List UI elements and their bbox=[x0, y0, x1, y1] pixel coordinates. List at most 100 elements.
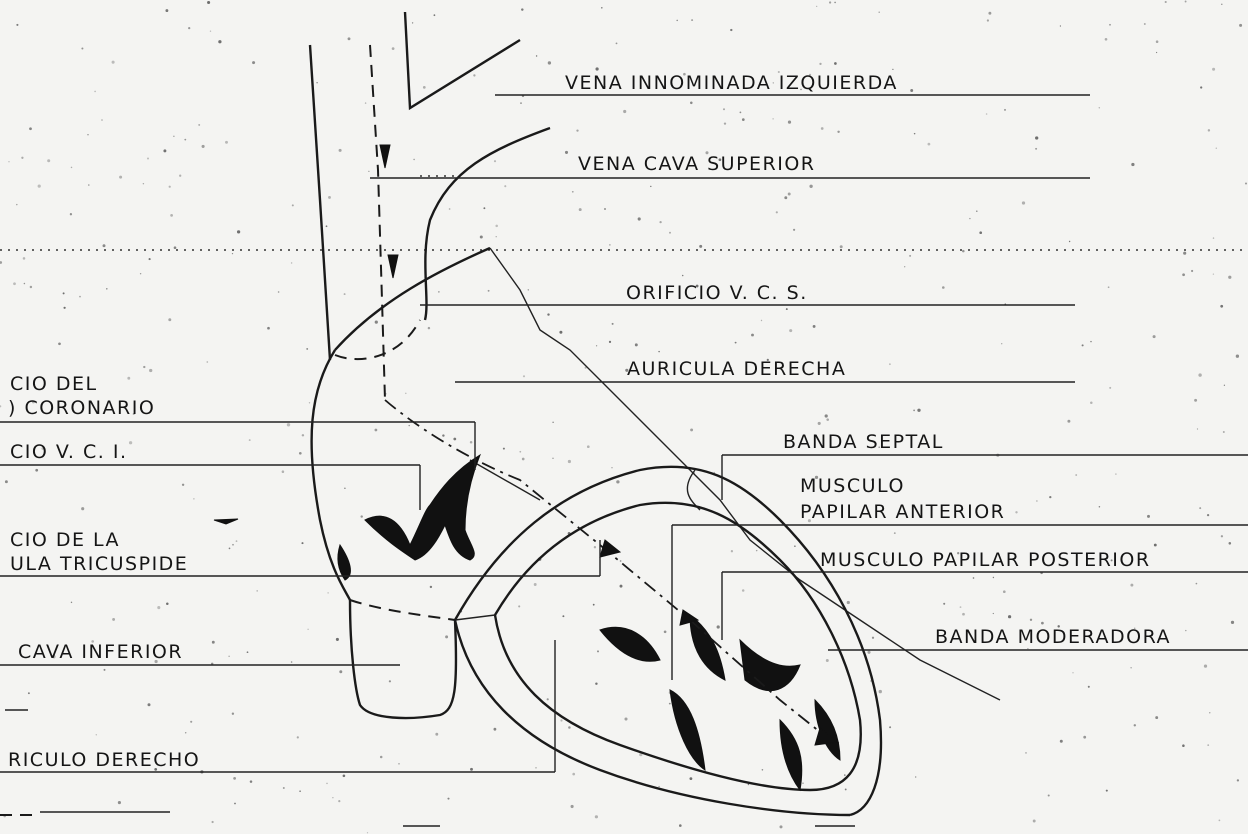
stipple-dot bbox=[380, 756, 383, 759]
stipple-dot bbox=[1228, 276, 1231, 279]
stipple-dot bbox=[30, 286, 32, 288]
stipple-dot bbox=[1224, 385, 1225, 386]
stipple-dot bbox=[193, 498, 194, 499]
stipple-dot bbox=[1155, 716, 1158, 719]
stipple-dot bbox=[207, 1, 210, 4]
stipple-dot bbox=[521, 8, 523, 10]
stipple-dot bbox=[609, 244, 610, 245]
stipple-dot bbox=[494, 160, 496, 162]
flow-arrow-1 bbox=[380, 145, 390, 168]
stipple-dot bbox=[552, 422, 553, 423]
stipple-dot bbox=[143, 366, 145, 368]
stipple-dot bbox=[1209, 712, 1210, 713]
stipple-dot bbox=[1099, 107, 1100, 108]
stipple-dot bbox=[594, 546, 596, 548]
stipple-dot bbox=[731, 550, 733, 552]
flow-arrow-6 bbox=[214, 519, 238, 524]
stipple-dot bbox=[1185, 630, 1186, 631]
stipple-dot bbox=[106, 288, 108, 290]
stipple-dot bbox=[845, 788, 847, 790]
stipple-dot bbox=[1049, 496, 1051, 498]
leader-lines bbox=[0, 95, 1248, 826]
stipple-dot bbox=[597, 650, 599, 652]
stipple-dot bbox=[1212, 68, 1215, 71]
stipple-dot bbox=[620, 560, 622, 562]
stipple-dot bbox=[435, 733, 438, 736]
stipple-dot bbox=[0, 405, 1, 407]
stipple-dot bbox=[361, 515, 363, 517]
stipple-dot bbox=[928, 143, 931, 146]
stipple-dot bbox=[837, 131, 839, 133]
stipple-dot bbox=[63, 292, 65, 294]
stipple-dot bbox=[173, 136, 174, 137]
stipple-dot bbox=[1099, 506, 1101, 508]
stipple-dot bbox=[788, 193, 791, 196]
stipple-dot bbox=[101, 119, 103, 121]
stipple-dot bbox=[1060, 740, 1063, 743]
stipple-dot bbox=[316, 82, 317, 83]
stipple-dot bbox=[1035, 148, 1037, 150]
stipple-dot bbox=[278, 291, 280, 293]
stipple-dot bbox=[872, 637, 874, 639]
stipple-dot bbox=[1027, 648, 1028, 649]
stipple-dot bbox=[169, 186, 171, 188]
stipple-dot bbox=[16, 204, 17, 205]
stipple-dot bbox=[565, 151, 568, 154]
stipple-dot bbox=[375, 429, 378, 432]
stipple-dot bbox=[528, 289, 529, 290]
stipple-dot bbox=[682, 275, 684, 277]
label-seno-coronario-line2: ) CORONARIO bbox=[8, 397, 155, 419]
label-valvula-tricuspide-line2: ULA TRICUSPIDE bbox=[10, 553, 188, 575]
stipple-dot bbox=[624, 717, 627, 720]
stipple-dot bbox=[148, 703, 151, 706]
stipple-dot bbox=[147, 158, 149, 160]
stipple-dot bbox=[969, 218, 970, 219]
stipple-dot bbox=[282, 470, 285, 473]
vessel-outlines bbox=[310, 12, 550, 360]
stipple-dot bbox=[559, 331, 562, 334]
stipple-dot bbox=[473, 74, 475, 76]
stipple-dot bbox=[103, 244, 106, 247]
stipple-dot bbox=[844, 774, 846, 776]
stipple-dot bbox=[442, 434, 444, 436]
stipple-dot bbox=[1216, 147, 1217, 148]
stipple-dot bbox=[638, 217, 641, 220]
stipple-dot bbox=[299, 452, 302, 455]
stipple-dot bbox=[1001, 343, 1002, 344]
stipple-dot bbox=[16, 24, 18, 26]
stipple-dot bbox=[470, 768, 473, 771]
stipple-dot bbox=[915, 776, 916, 777]
stipple-dot bbox=[412, 22, 413, 23]
stipple-dot bbox=[1130, 584, 1133, 587]
stipple-dot bbox=[96, 734, 97, 735]
stipple-dot bbox=[534, 583, 537, 586]
stipple-dot bbox=[917, 409, 920, 412]
stipple-dot bbox=[328, 196, 331, 199]
stipple-dot bbox=[291, 262, 292, 263]
stipple-dot bbox=[547, 313, 549, 315]
stipple-dot bbox=[0, 261, 2, 264]
stipple-dot bbox=[1207, 744, 1209, 746]
stipple-dot bbox=[21, 157, 23, 159]
stipple-dot bbox=[818, 422, 821, 425]
stipple-dot bbox=[620, 585, 623, 588]
stipple-dot bbox=[234, 803, 236, 805]
stipple-dot bbox=[1108, 286, 1110, 288]
stipple-dot bbox=[809, 185, 812, 188]
stipple-dot bbox=[252, 61, 255, 64]
stipple-dot bbox=[367, 832, 368, 833]
stipple-dot bbox=[689, 777, 692, 780]
label-banda-septal: BANDA SEPTAL bbox=[783, 431, 944, 453]
label-orificio-vci: CIO V. C. I. bbox=[10, 441, 127, 463]
stipple-dot bbox=[593, 604, 595, 606]
stipple-dot bbox=[761, 320, 762, 321]
stipple-dot bbox=[669, 703, 671, 705]
stipple-dot bbox=[1075, 474, 1077, 476]
stipple-dot bbox=[297, 736, 299, 738]
stipple-dot bbox=[184, 139, 186, 141]
stipple-dot bbox=[548, 61, 551, 64]
stipple-dot bbox=[889, 363, 891, 365]
stipple-dot bbox=[1109, 387, 1111, 389]
stipple-dot bbox=[1008, 615, 1011, 618]
stipple-dot bbox=[1196, 583, 1198, 585]
